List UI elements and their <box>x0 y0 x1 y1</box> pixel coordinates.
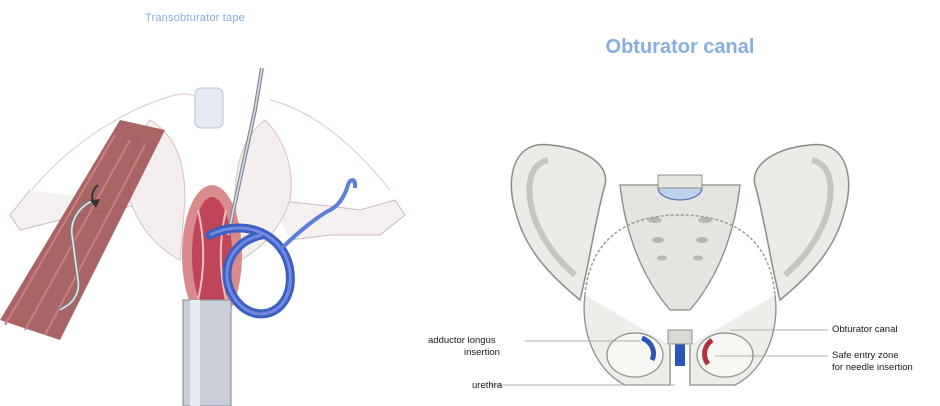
adductor-longus-label-line2: insertion <box>428 347 500 358</box>
safe-entry-zone-label-line2: for needle insertion <box>832 362 913 373</box>
transobturator-tape-illustration: Transobturator tape <box>0 0 420 406</box>
safe-entry-zone-label: Safe entry zone for needle insertion <box>832 350 913 374</box>
urethra-label: urethra <box>472 380 502 392</box>
transobturator-drawing <box>0 0 420 406</box>
obturator-canal-diagram: Obturator canal <box>420 0 940 406</box>
adductor-longus-label: adductor longus insertion <box>428 335 500 359</box>
adductor-longus-label-line1: adductor longus <box>428 335 496 346</box>
obturator-canal-label: Obturator canal <box>832 324 897 336</box>
safe-entry-zone-label-line1: Safe entry zone <box>832 350 899 361</box>
